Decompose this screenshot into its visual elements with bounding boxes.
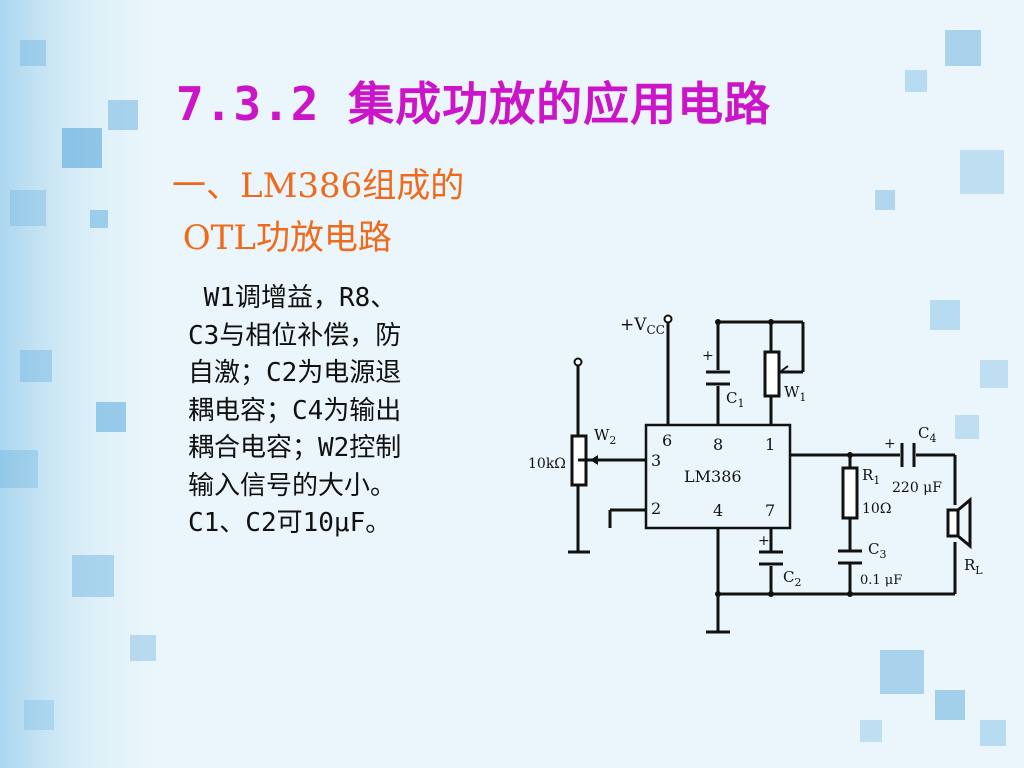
c1-plus: + — [702, 348, 714, 364]
pin-1-label: 1 — [765, 435, 775, 454]
c2-label: C2 — [783, 568, 801, 589]
lm386-circuit-diagram: +VCC LM386 6 8 1 3 2 4 7 W2 10kΩ W1 + C1… — [528, 314, 983, 634]
description-text: W1调增益，R8、 C3与相位补偿，防 自激；C2为电源退 耦电容；C4为输出 … — [188, 280, 518, 543]
r1-value: 10Ω — [862, 501, 891, 517]
subtitle-line: OTL功放电路 — [172, 218, 392, 258]
c4-plus: + — [884, 436, 896, 452]
body-line: W1调增益，R8、 — [188, 283, 397, 313]
w1-label: W1 — [784, 383, 806, 404]
c4-label: C4 — [918, 424, 936, 445]
section-subtitle: 一、LM386组成的 OTL功放电路 — [172, 160, 464, 264]
body-line: C3与相位补偿，防 — [188, 320, 402, 351]
decorative-squares — [0, 30, 1008, 746]
pin-3-label: 3 — [651, 451, 661, 470]
pin-7-label: 7 — [765, 501, 775, 520]
pin-4-label: 4 — [713, 501, 723, 520]
body-line: 耦合电容；W2控制 — [188, 433, 402, 463]
r1-label: R1 — [862, 466, 880, 487]
pin-8-label: 8 — [713, 435, 723, 454]
w2-label: W2 — [594, 426, 616, 447]
c2-plus: + — [758, 533, 770, 549]
body-line: C1、C2可10μF。 — [188, 508, 392, 538]
pin-6-label: 6 — [662, 431, 672, 450]
body-line: 输入信号的大小。 — [188, 470, 397, 501]
c1-label: C1 — [726, 389, 744, 410]
ic-label: LM386 — [684, 467, 742, 486]
vcc-label: +VCC — [620, 315, 665, 337]
subtitle-line: 一、LM386组成的 — [172, 166, 465, 206]
slide-title: 7.3.2 集成功放的应用电路 — [176, 77, 772, 131]
pin-2-label: 2 — [651, 499, 661, 518]
rl-label: RL — [964, 556, 983, 577]
body-line: 耦电容；C4为输出 — [188, 395, 402, 426]
w2-value: 10kΩ — [528, 456, 566, 472]
body-line: 自激；C2为电源退 — [188, 358, 402, 388]
c3-label: C3 — [868, 540, 886, 561]
c3-value: 0.1 μF — [860, 573, 902, 588]
c4-value: 220 μF — [892, 480, 942, 496]
